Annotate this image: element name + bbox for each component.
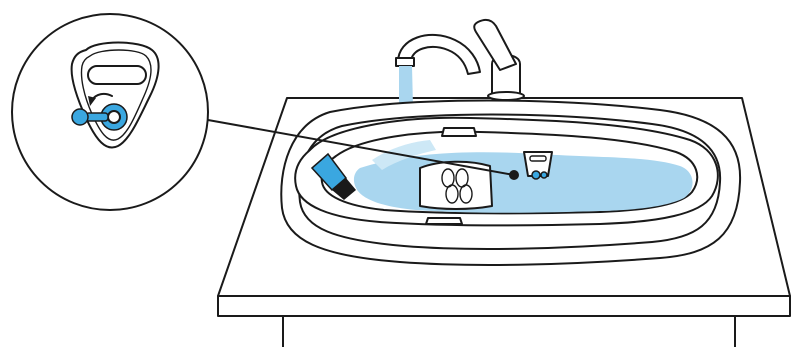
tub-handle-slot-bottom [426,218,462,224]
plug-slot [88,66,146,84]
faucet-handle [474,20,516,70]
tub-drain-plug [524,152,552,179]
tub-water [354,152,693,213]
plug-knob-small [72,109,88,125]
tub-handle-slot-top [442,128,476,136]
baby-bathtub [295,118,718,226]
plug-knob-center [108,111,120,123]
faucet-base [488,92,524,100]
plug-knob-stem [86,113,108,121]
faucet-tip [396,58,414,66]
faucet [396,20,524,100]
countertop-front-edge [218,296,790,316]
